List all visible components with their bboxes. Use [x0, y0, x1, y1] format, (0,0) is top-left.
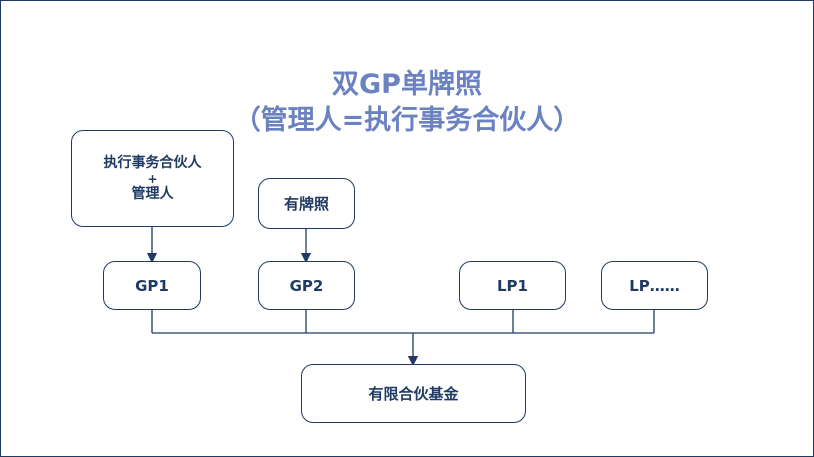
diagram-subtitle: （管理人=执行事务合伙人） [233, 105, 581, 136]
node-exec-partner-label: 执行事务合伙人 [103, 154, 202, 171]
diagram-title: 双GP单牌照 [332, 69, 482, 100]
node-gp1: GP1 [103, 261, 201, 310]
node-gp1-label: GP1 [135, 276, 169, 295]
node-licensed: 有牌照 [258, 178, 355, 229]
node-lp1-label: LP1 [497, 276, 528, 295]
node-fund-label: 有限合伙基金 [368, 385, 459, 403]
node-lp-more-label: LP…… [629, 276, 680, 295]
node-fund: 有限合伙基金 [301, 364, 526, 423]
node-exec-partner-manager: 执行事务合伙人 + 管理人 [71, 130, 234, 227]
node-gp2-label: GP2 [289, 276, 324, 295]
node-manager-label: 管理人 [131, 185, 174, 202]
node-plus-label: + [147, 171, 158, 186]
node-gp2: GP2 [258, 261, 355, 310]
node-lp-more: LP…… [601, 261, 708, 310]
node-licensed-label: 有牌照 [283, 195, 329, 213]
node-lp1: LP1 [459, 261, 566, 310]
